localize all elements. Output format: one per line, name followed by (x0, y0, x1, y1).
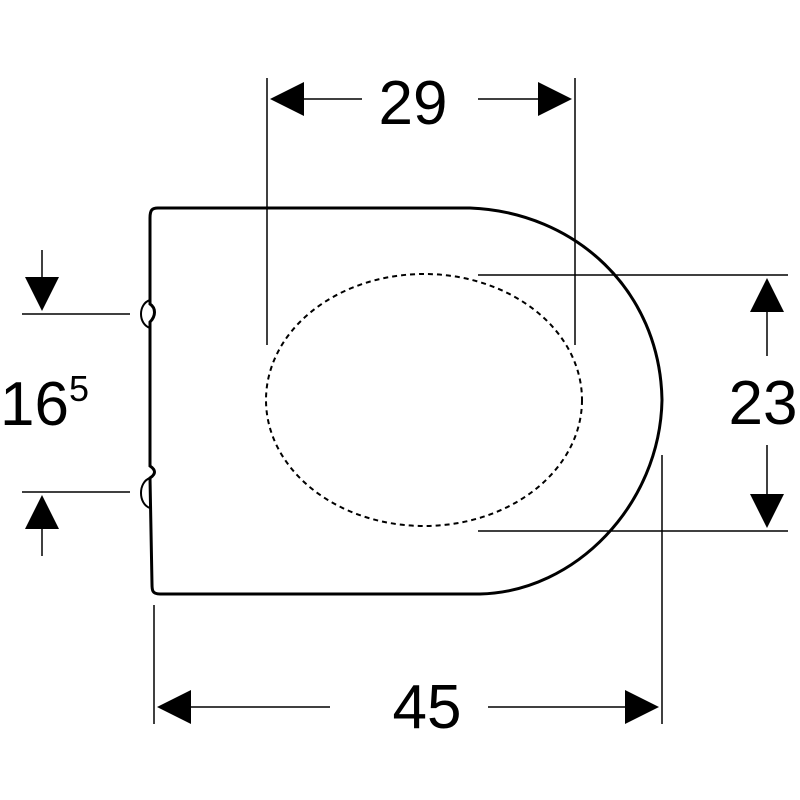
dim-label-top-width: 29 (379, 69, 448, 138)
dim-label-left-superscript: 5 (69, 368, 89, 409)
seat-opening-dashed (265, 273, 583, 527)
hinge-bump-top (140, 299, 151, 329)
arrowhead-right-top (750, 278, 784, 312)
arrowhead-left-bottom (25, 495, 59, 529)
dim-label-left-spacing: 165 (0, 368, 89, 439)
dim-label-bottom-width: 45 (393, 673, 462, 742)
dim-label-right-height: 23 (729, 369, 798, 438)
hinge-bump-bottom (140, 477, 151, 509)
arrowhead-top-left (270, 82, 304, 116)
arrowhead-left-top (25, 277, 59, 311)
dim-label-left-main: 16 (0, 370, 69, 439)
arrowhead-bottom-right (625, 690, 659, 724)
arrowhead-right-bottom (750, 494, 784, 528)
arrowhead-top-right (538, 82, 572, 116)
seat-outline (148, 206, 664, 596)
arrowhead-bottom-left (157, 690, 191, 724)
